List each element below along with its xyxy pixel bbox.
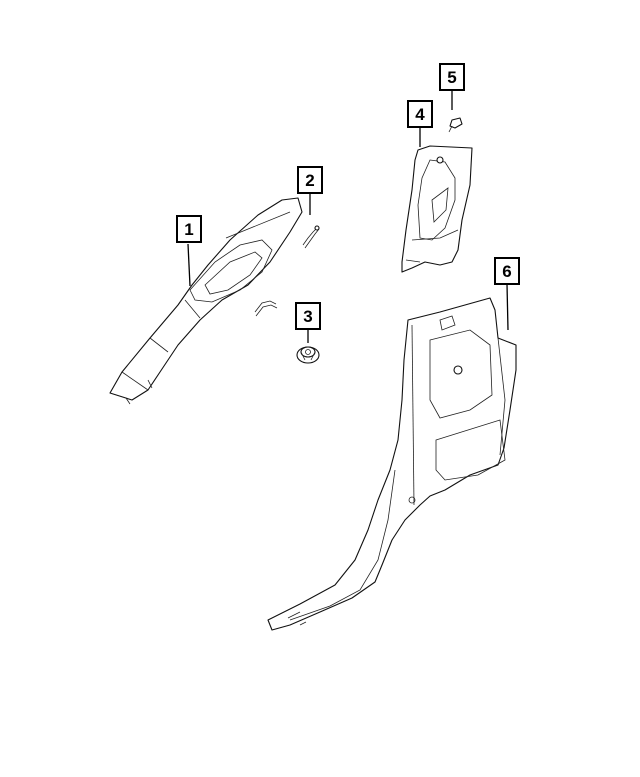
leader-1 [187,243,191,287]
callout-3: 3 [295,302,321,330]
callout-6: 6 [494,257,520,285]
callout-4-label: 4 [415,105,425,124]
part-6-lower-trim [267,297,517,631]
leader-6 [506,283,509,331]
callout-6-label: 6 [502,262,511,281]
part-2-clip [302,225,320,249]
part-4-b-pillar-upper-trim [401,145,473,273]
part-3-push-pin [296,346,320,364]
callout-5-label: 5 [447,68,456,87]
callout-5: 5 [439,63,465,91]
callout-4: 4 [407,100,433,128]
callout-1-label: 1 [184,220,193,239]
callout-3-label: 3 [303,307,312,326]
part-5-screw [448,117,463,133]
part-1-a-pillar-trim [109,197,303,405]
callout-2: 2 [297,166,323,194]
callout-1: 1 [176,215,202,243]
callout-2-label: 2 [305,171,314,190]
part-2-clip-secondary [254,300,278,317]
